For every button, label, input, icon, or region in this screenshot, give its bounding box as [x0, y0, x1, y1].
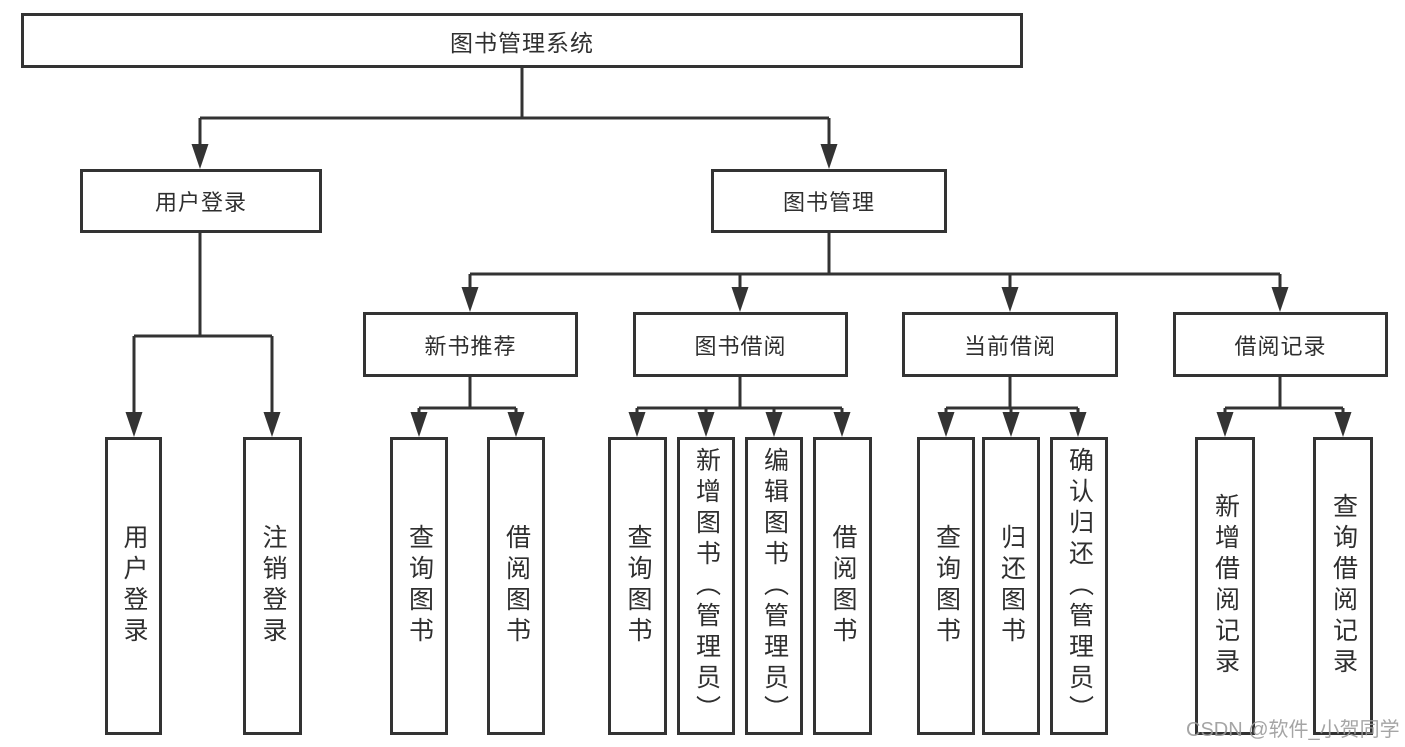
node-root-label: 图书管理系统: [450, 29, 594, 56]
node-user-login-label: 用户登录: [154, 190, 247, 215]
leaf-borrow-books: 借阅图书: [813, 437, 872, 735]
connector-book-management: [468, 233, 1282, 296]
connector-new-book-recommend: [417, 377, 518, 421]
leaf-add-book-admin: 新增图书（管理员）: [677, 437, 735, 735]
leaf-query-borrow-record-label: 查询借阅记录: [1329, 493, 1358, 679]
leaf-query-books-recommend: 查询图书: [390, 437, 448, 735]
connector-borrow-records: [1223, 377, 1345, 421]
leaf-query-books-current: 查询图书: [917, 437, 975, 735]
node-current-borrow: 当前借阅: [902, 312, 1118, 377]
leaf-query-books-borrow-label: 查询图书: [624, 524, 652, 648]
leaf-logout-label: 注销登录: [259, 524, 287, 648]
leaf-query-books-recommend-label: 查询图书: [405, 524, 434, 648]
leaf-user-login: 用户登录: [105, 437, 162, 735]
connector-root: [198, 67, 831, 152]
connector-book-borrow: [635, 377, 844, 421]
node-borrow-records-label: 借阅记录: [1234, 333, 1327, 359]
node-book-borrow-label: 图书借阅: [694, 333, 787, 359]
leaf-user-login-label: 用户登录: [120, 524, 148, 648]
leaf-query-books-borrow: 查询图书: [608, 437, 667, 735]
leaf-borrow-books-recommend: 借阅图书: [487, 437, 545, 735]
node-new-book-recommend: 新书推荐: [363, 312, 578, 377]
node-book-borrow: 图书借阅: [633, 312, 848, 377]
node-new-book-recommend-label: 新书推荐: [424, 333, 517, 359]
arrowhead-icons: [125, 144, 1352, 437]
leaf-return-books: 归还图书: [982, 437, 1040, 735]
csdn-watermark: CSDN @软件_小贺同学: [1186, 719, 1400, 741]
leaf-confirm-return-admin-label: 确认归还（管理员）: [1065, 446, 1094, 726]
leaf-edit-book-admin-label: 编辑图书（管理员）: [760, 446, 789, 726]
leaf-edit-book-admin: 编辑图书（管理员）: [745, 437, 803, 735]
node-current-borrow-label: 当前借阅: [963, 333, 1056, 359]
node-borrow-records: 借阅记录: [1173, 312, 1388, 377]
node-book-management-label: 图书管理: [782, 190, 875, 215]
node-root: 图书管理系统: [21, 13, 1023, 68]
leaf-query-borrow-record: 查询借阅记录: [1313, 437, 1373, 735]
connector-user-login: [132, 233, 274, 420]
node-book-management: 图书管理: [711, 169, 947, 233]
leaf-confirm-return-admin: 确认归还（管理员）: [1050, 437, 1108, 735]
leaf-borrow-books-label: 借阅图书: [829, 524, 857, 648]
leaf-logout: 注销登录: [243, 437, 302, 735]
leaf-query-books-current-label: 查询图书: [932, 524, 961, 648]
leaf-return-books-label: 归还图书: [997, 524, 1026, 648]
leaf-borrow-books-recommend-label: 借阅图书: [502, 524, 531, 648]
node-user-login: 用户登录: [80, 169, 322, 233]
leaf-add-borrow-record-label: 新增借阅记录: [1211, 493, 1240, 679]
leaf-add-borrow-record: 新增借阅记录: [1195, 437, 1255, 735]
leaf-add-book-admin-label: 新增图书（管理员）: [692, 446, 721, 726]
